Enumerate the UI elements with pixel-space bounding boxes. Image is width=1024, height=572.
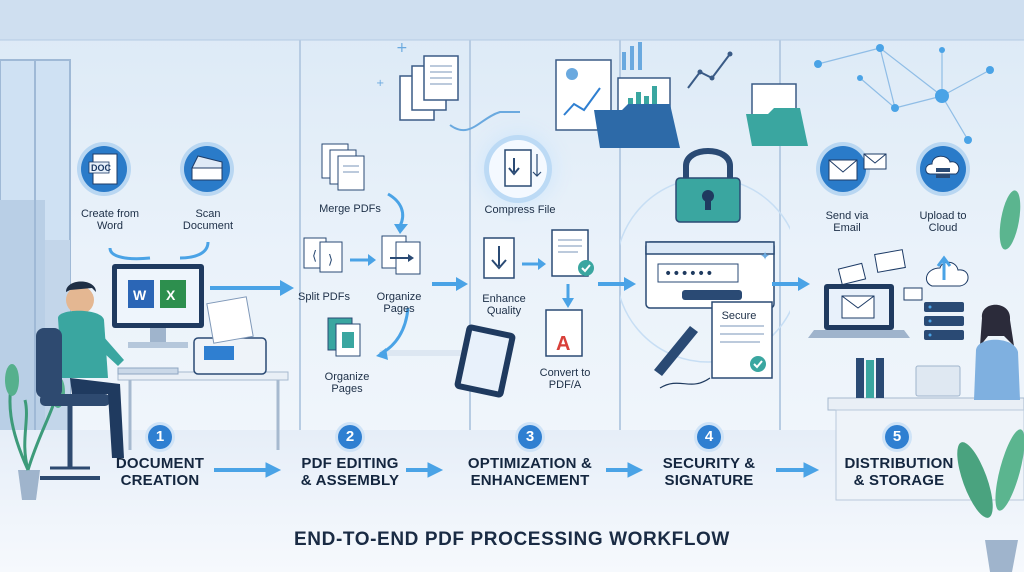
svg-text:X: X: [166, 287, 176, 303]
flow-arrow-3-4: [598, 277, 636, 291]
document-stack-icon: [399, 55, 459, 121]
svg-text:+: +: [376, 78, 384, 89]
folder-icon: [594, 104, 680, 148]
server-stack-icon: [924, 302, 964, 312]
pdfa-document-icon: [545, 309, 583, 357]
step-2-number: 2: [338, 425, 362, 449]
email-icon: [828, 153, 887, 181]
step-5-number: 5: [885, 425, 909, 449]
svg-text:W: W: [133, 287, 147, 303]
worker-scene: W X: [36, 241, 294, 480]
organize-pages-icon-2: [327, 317, 361, 357]
flow-arrow-2-3: [432, 277, 468, 291]
svg-text:⟩: ⟩: [328, 253, 333, 268]
teal-folder-icon: [746, 108, 808, 146]
step-3-number: 3: [518, 425, 542, 449]
split-pdfs-label: Split PDFs: [298, 291, 350, 303]
step-5-title: DISTRIBUTION& STORAGE: [844, 455, 954, 489]
top-decor: + +: [376, 40, 994, 148]
scanner-icon: [191, 155, 223, 181]
word-document-icon: DOC: [88, 153, 118, 185]
network-nodes-icon: [814, 44, 994, 144]
step-4-number: 4: [697, 425, 721, 449]
secure-label: Secure: [721, 310, 757, 322]
optimization-scene: A: [454, 229, 594, 398]
cloud-upload-icon: [925, 155, 960, 178]
security-scene: •••••• ✦: [620, 148, 790, 389]
svg-text:+: +: [396, 40, 408, 56]
svg-text:••••••: ••••••: [664, 266, 714, 282]
svg-text:✦: ✦: [760, 249, 770, 263]
svg-text:A: A: [556, 333, 570, 355]
organize-pages-icon: [381, 235, 421, 275]
compress-file-label: Compress File: [484, 204, 556, 216]
flow-arrow-4-5: [772, 277, 810, 291]
step-arrows: [214, 462, 820, 478]
editing-scene: ⟨ ⟩: [303, 143, 421, 360]
split-pdfs-icon: ⟨ ⟩: [303, 237, 343, 273]
signature-pen-icon: [654, 326, 698, 376]
merge-pdfs-label: Merge PDFs: [319, 203, 381, 215]
distribution-scene: [808, 249, 1020, 400]
svg-text:⟨: ⟨: [312, 249, 317, 264]
diagram-title: END-TO-END PDF PROCESSING WORKFLOW: [294, 529, 730, 550]
compress-file-icon: [504, 149, 542, 187]
merge-pdfs-icon: [321, 143, 365, 191]
step-2-title: PDF EDITING& ASSEMBLY: [300, 455, 400, 489]
step-4-title: SECURITY &SIGNATURE: [662, 455, 756, 489]
svg-text:DOC: DOC: [91, 163, 112, 173]
step-3-title: OPTIMIZATION &ENHANCEMENT: [467, 455, 593, 489]
step-1-number: 1: [148, 425, 172, 449]
